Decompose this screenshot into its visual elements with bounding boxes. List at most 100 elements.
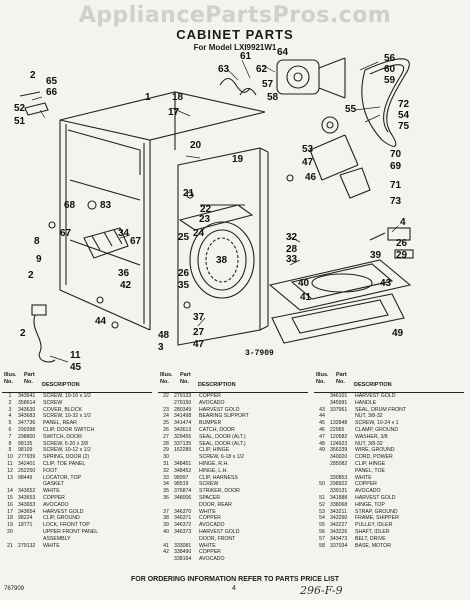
header-part: Part — [180, 372, 191, 378]
illus-number-cell: 21 — [7, 542, 13, 549]
illus-number-cell: 42 — [163, 549, 169, 556]
part-number-cell: 279133 — [174, 393, 192, 399]
callout-label: 27 — [193, 327, 205, 338]
callout-label: 62 — [256, 64, 268, 75]
illus-number-cell: 13 — [7, 474, 13, 481]
illus-number-cell: 56 — [319, 528, 325, 535]
part-number-cell — [18, 529, 43, 536]
callout-label: 26 — [396, 238, 408, 249]
part-number-cell: 341474 — [174, 420, 192, 427]
illus-number-cell: 55 — [319, 522, 325, 529]
part-number-cell: 343653 — [18, 501, 36, 508]
illus-number-cell: 7 — [8, 433, 12, 440]
part-number-cell: 346372 — [174, 522, 192, 529]
part-number-cell: 343653 — [18, 494, 36, 501]
description-cell: SEAL, DRUM FRONT — [355, 406, 407, 413]
header-no: No. — [160, 379, 169, 385]
illus-number-cell: 46 — [319, 426, 325, 433]
callout-label: 11 — [70, 350, 81, 361]
part-number-cell: 348452 — [174, 467, 192, 474]
part-number-cell: 346370 — [174, 508, 192, 515]
part-number-cell: 342401 — [18, 460, 36, 467]
part-number-cell: 120582 — [330, 433, 348, 440]
callout-label: 28 — [286, 244, 298, 255]
part-number-cell: 333081 — [174, 542, 192, 549]
header-description: DESCRIPTION — [42, 382, 80, 388]
callout-label: 18 — [172, 92, 184, 103]
header-illus: Illus. — [4, 372, 17, 378]
illus-number-cell: 36 — [163, 494, 169, 501]
illus-number-cell: 30 — [163, 454, 169, 461]
description-cell: DOOR, FRONT — [199, 535, 236, 542]
callout-label: 63 — [218, 64, 230, 75]
description-cell: STRAP, GROUND — [355, 508, 398, 515]
part-number-cell: 98109 — [18, 447, 33, 454]
part-number-cell: 98997 — [174, 474, 189, 481]
description-cell: WHITE — [43, 542, 60, 549]
description-cell: CLIP, HINGE — [199, 447, 230, 454]
callout-label: 33 — [286, 254, 298, 265]
description-cell: COVER, BLOCK — [43, 406, 82, 413]
description-cell: LOCK, FRONT TOP — [43, 522, 90, 529]
part-number-cell — [330, 413, 355, 420]
part-number-cell: 341498 — [174, 413, 192, 420]
table-header: Illus. No. Part No. DESCRIPTION — [158, 372, 308, 393]
description-cell: HINGE, TOP — [355, 501, 385, 508]
description-cell: SCREW, 6-20 x 3/8 — [43, 440, 88, 447]
table-row: GASKET — [2, 481, 152, 488]
part-number-cell: 98519 — [174, 481, 189, 488]
illus-number-cell: 11 — [7, 460, 13, 467]
callout-label: 45 — [70, 362, 82, 370]
illus-number-cell: 39 — [163, 522, 169, 529]
part-number-cell: 346371 — [174, 515, 192, 522]
illus-number-cell: 12 — [7, 467, 13, 474]
description-cell: CLAMP, GROUND — [355, 426, 399, 433]
callout-label: 40 — [298, 278, 310, 289]
illus-number-cell: 33 — [163, 474, 169, 481]
description-cell: SCREW, 10-24 x 1 — [355, 420, 399, 427]
illus-number-cell: 23 — [163, 406, 169, 413]
description-cell: COPPER — [199, 515, 221, 522]
description-cell: COPPER — [43, 494, 65, 501]
part-number-cell — [18, 481, 43, 488]
part-number-cell: 343260 — [330, 515, 348, 522]
part-number-cell — [174, 502, 199, 509]
callout-label: 1 — [145, 92, 151, 103]
illus-number-cell — [158, 556, 174, 563]
illus-number-cell: 26 — [163, 426, 169, 433]
description-cell: PANEL, TOE — [355, 467, 385, 474]
callout-label: 46 — [305, 172, 317, 183]
description-cell: SPACER — [199, 494, 220, 501]
part-number-cell — [330, 468, 355, 475]
part-number-cell: 98449 — [18, 474, 33, 481]
description-cell: COPPER — [199, 393, 221, 399]
callout-label: 22 — [200, 204, 212, 215]
description-cell: AVOCADO — [43, 501, 69, 508]
illus-number-cell: 32 — [163, 467, 169, 474]
illus-number-cell: 29 — [163, 447, 169, 454]
description-cell: SCREW, 6-18 x 1/2 — [199, 454, 244, 461]
power-cord — [33, 314, 56, 363]
callout-label: 68 — [64, 200, 76, 211]
illus-number-cell — [314, 461, 330, 468]
callout-label: 67 — [60, 228, 72, 239]
illus-number-cell: 41 — [163, 542, 169, 549]
part-number-cell: 337961 — [330, 406, 348, 413]
description-cell: AVOCADO — [355, 488, 381, 495]
